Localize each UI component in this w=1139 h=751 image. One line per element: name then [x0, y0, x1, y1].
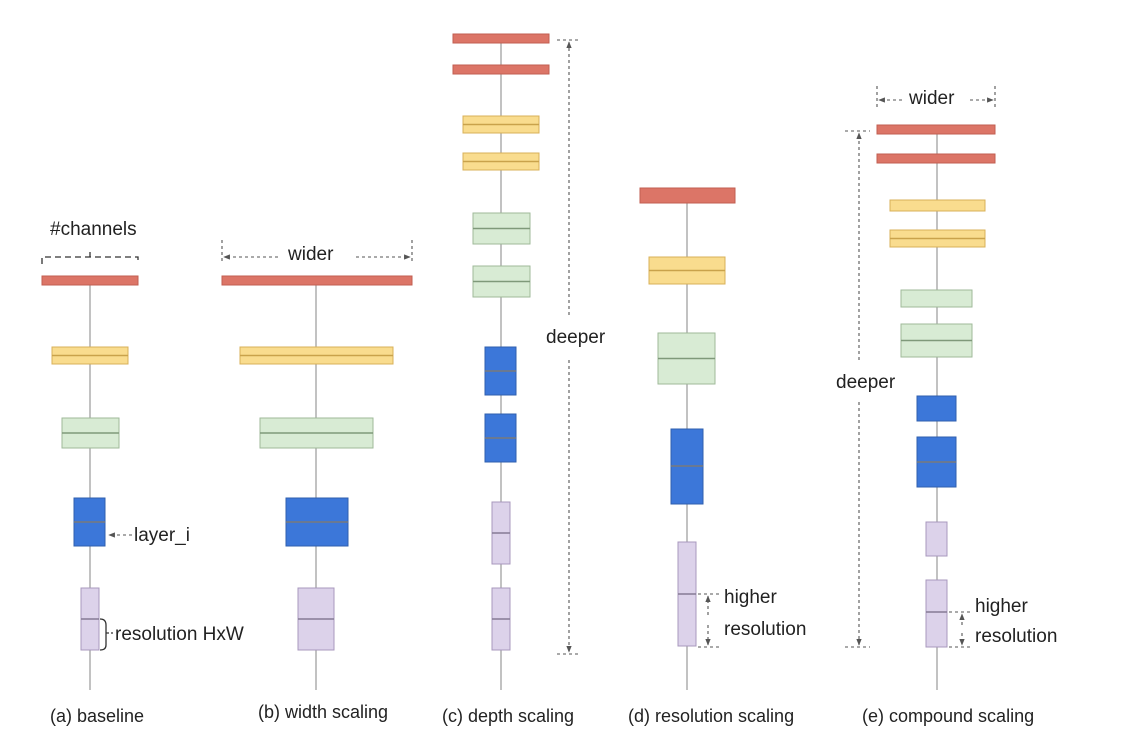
resolution-label: resolution HxW	[115, 624, 244, 645]
caption-compound-scaling: (e) compound scaling	[862, 706, 1034, 726]
layer-red	[221, 275, 413, 286]
layer-red	[452, 64, 550, 75]
deeper-label: deeper	[836, 372, 896, 393]
layer-red	[876, 153, 996, 164]
resolution-label: resolution	[724, 619, 806, 640]
layer-red	[41, 275, 139, 286]
layer-red	[452, 33, 550, 44]
caption-depth-scaling: (c) depth scaling	[442, 706, 574, 726]
channels-bracket	[41, 256, 139, 264]
resolution-brace	[99, 618, 107, 651]
layer-red	[876, 124, 996, 135]
panel-depth-scaling: deeper (c) depth scaling	[442, 33, 606, 726]
caption-resolution-scaling: (d) resolution scaling	[628, 706, 794, 726]
layer-lavender	[925, 579, 948, 648]
channels-label: #channels	[50, 219, 137, 240]
higher-label: higher	[975, 596, 1028, 617]
layer-green	[900, 289, 973, 308]
layer-blue	[916, 395, 957, 422]
caption-baseline: (a) baseline	[50, 706, 144, 726]
layer-yellow	[889, 199, 986, 212]
resolution-label: resolution	[975, 626, 1057, 647]
higher-label: higher	[724, 587, 777, 608]
layer-red	[639, 187, 736, 204]
deeper-label: deeper	[546, 327, 606, 348]
panel-width-scaling: wider (b) width scaling	[221, 240, 413, 722]
wider-label: wider	[908, 88, 955, 109]
panel-resolution-scaling: higher resolution (d) resolution scaling	[628, 187, 806, 726]
wider-label: wider	[287, 244, 334, 265]
panel-compound-scaling: wider deeper higher resolution (e) compo…	[836, 86, 1057, 726]
layer-lavender	[925, 521, 948, 557]
layer-i-label: layer_i	[134, 525, 190, 546]
panel-baseline: #channels layer_i resolution HxW (a) bas…	[41, 219, 244, 726]
caption-width-scaling: (b) width scaling	[258, 702, 388, 722]
